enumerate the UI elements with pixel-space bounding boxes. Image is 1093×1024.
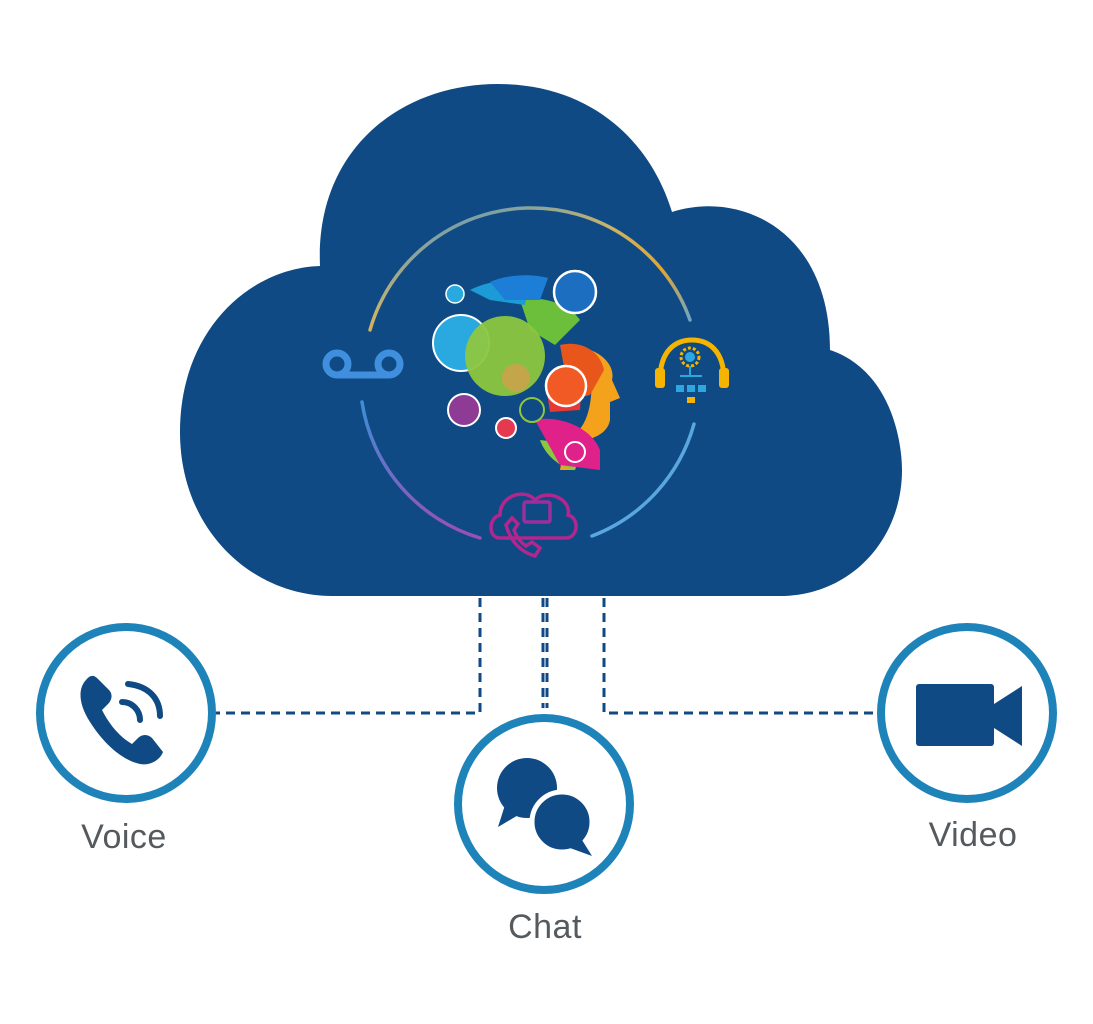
connector-voice (216, 598, 482, 715)
cloud-inner-ring (360, 206, 696, 540)
voice-channel-circle (36, 623, 216, 803)
chat-bubbles-icon (497, 758, 595, 856)
connector-video (602, 598, 876, 715)
ai-head-icon (432, 269, 620, 470)
video-channel-circle (877, 623, 1057, 803)
voice-label: Voice (81, 818, 167, 856)
chat-channel-circle (454, 714, 634, 894)
phone-ringing-icon (80, 675, 163, 765)
agent-headset-icon (655, 337, 729, 403)
voicemail-icon (322, 349, 404, 379)
video-camera-icon (916, 684, 1022, 746)
cloud-chat-call-icon (489, 492, 578, 559)
chat-label: Chat (508, 908, 582, 946)
video-label: Video (928, 816, 1018, 854)
connector-lines (216, 598, 876, 715)
